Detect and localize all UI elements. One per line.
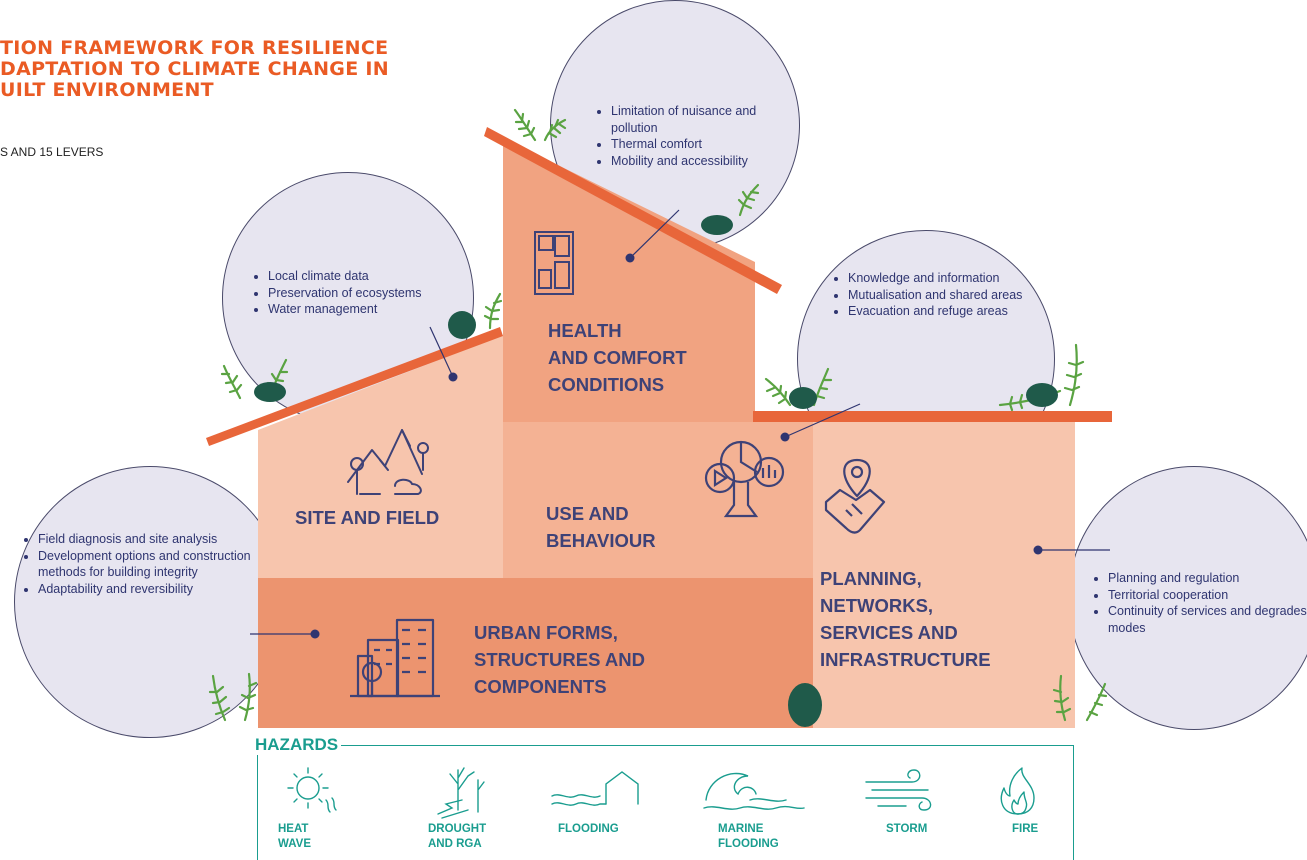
lever-item: Territorial cooperation [1108, 587, 1307, 604]
block-label-use: USE AND BEHAVIOUR [546, 500, 656, 554]
lever-item: Water management [268, 301, 478, 318]
hazard-label-line: AND RGA [428, 838, 482, 850]
lever-item: Local climate data [268, 268, 478, 285]
hazard-label: DROUGHT AND RGA [428, 822, 486, 852]
hazards-panel [257, 745, 1074, 860]
site-and-field-icon [347, 429, 429, 495]
urban-block [258, 578, 813, 728]
planning-block [810, 422, 1075, 728]
hazard-label-line: HEAT [278, 823, 309, 835]
block-label-line: BEHAVIOUR [546, 530, 656, 551]
lever-list-planning: Planning and regulation Territorial coop… [1092, 570, 1307, 636]
block-label-line: NETWORKS, [820, 595, 934, 616]
drought-icon [437, 767, 485, 819]
hazard-label: FLOODING [558, 822, 619, 837]
hazard-label: MARINE FLOODING [718, 822, 779, 852]
lever-item: Thermal comfort [611, 136, 801, 153]
block-label-line: HEALTH [548, 320, 622, 341]
health-floorplan-icon [534, 231, 574, 295]
hazard-label-line: FIRE [1012, 823, 1039, 835]
lever-item: Preservation of ecosystems [268, 285, 478, 302]
block-label-line: AND COMFORT [548, 347, 687, 368]
sun-heat-icon [287, 767, 337, 813]
flame-icon [1000, 767, 1035, 815]
block-label-line: INFRASTRUCTURE [820, 649, 991, 670]
block-label-line: COMPONENTS [474, 676, 607, 697]
hazard-storm: STORM [862, 760, 972, 835]
framework-subtitle: S AND 15 LEVERS [0, 145, 104, 159]
lever-item: Adaptability and reversibility [38, 581, 270, 598]
roof-left [206, 327, 503, 446]
roof-middle [484, 127, 782, 294]
lever-item: Knowledge and information [848, 270, 1048, 287]
hazard-label-line: MARINE [718, 823, 764, 835]
lever-circle-planning [1068, 466, 1307, 730]
hazard-heat-wave: HEAT WAVE [278, 760, 388, 850]
site-block [258, 335, 503, 582]
block-label-line: URBAN FORMS, [474, 622, 618, 643]
flood-house-icon [551, 771, 639, 806]
block-label-line: SERVICES AND [820, 622, 958, 643]
hazard-label-line: STORM [886, 823, 928, 835]
dark-plant-group [254, 215, 1058, 727]
block-label-urban: URBAN FORMS, STRUCTURES AND COMPONENTS [474, 619, 645, 700]
block-label-line: SITE AND FIELD [295, 507, 440, 528]
hazard-label-line: WAVE [278, 838, 312, 850]
wind-icon [865, 769, 932, 811]
hazard-drought: DROUGHT AND RGA [428, 760, 538, 850]
lever-item: Evacuation and refuge areas [848, 303, 1048, 320]
lever-item: Mobility and accessibility [611, 153, 801, 170]
hazard-label-line: FLOODING [718, 838, 779, 850]
block-label-line: PLANNING, [820, 568, 922, 589]
lever-list-use: Knowledge and information Mutualisation … [832, 270, 1048, 320]
lever-circle-urban [14, 466, 286, 738]
health-block [503, 138, 755, 422]
hazard-marine-flooding: MARINE FLOODING [700, 760, 810, 850]
lever-list-health: Limitation of nuisance and pollution The… [595, 103, 801, 169]
hazard-label-line: DROUGHT [428, 823, 487, 835]
connector-dot-urban [310, 629, 320, 639]
lever-circle-health [550, 0, 800, 250]
title-line-1: TION FRAMEWORK FOR RESILIENCE [0, 37, 389, 59]
hazards-title: HAZARDS [255, 735, 342, 755]
planning-location-handshake-icon [824, 458, 886, 534]
urban-buildings-icon [350, 618, 440, 698]
block-label-planning: PLANNING, NETWORKS, SERVICES AND INFRAST… [820, 565, 991, 673]
hazard-fire: FIRE [990, 760, 1060, 835]
hazard-label: FIRE [1012, 822, 1038, 837]
lever-item: Continuity of services and degrades mode… [1108, 603, 1307, 636]
hazard-label: HEAT WAVE [278, 822, 311, 852]
block-label-line: USE AND [546, 503, 629, 524]
block-label-health: HEALTH AND COMFORT CONDITIONS [548, 317, 687, 398]
hazard-flooding: FLOODING [548, 760, 658, 835]
hazard-label: STORM [886, 822, 927, 837]
roof-right [753, 411, 1112, 422]
wave-icon [703, 772, 805, 810]
lever-item: Field diagnosis and site analysis [38, 531, 270, 548]
connector-dot-health [625, 253, 635, 263]
connector-dot-site [448, 372, 458, 382]
lever-item: Development options and construction met… [38, 548, 270, 581]
title-line-2: DAPTATION TO CLIMATE CHANGE IN [0, 58, 389, 80]
lever-item: Limitation of nuisance and pollution [611, 103, 801, 136]
block-label-line: CONDITIONS [548, 374, 665, 395]
lever-item: Planning and regulation [1108, 570, 1307, 587]
lever-item: Mutualisation and shared areas [848, 287, 1048, 304]
use-block [503, 422, 813, 582]
lever-list-urban: Field diagnosis and site analysis Develo… [22, 531, 270, 597]
connector-dot-planning [1033, 545, 1043, 555]
connector-dot-use [780, 432, 790, 442]
block-label-line: STRUCTURES AND [474, 649, 645, 670]
block-label-site: SITE AND FIELD [295, 504, 439, 531]
framework-title: TION FRAMEWORK FOR RESILIENCE DAPTATION … [0, 38, 389, 101]
hazard-label-line: FLOODING [558, 823, 619, 835]
use-behaviour-icon [704, 440, 785, 518]
title-line-3: UILT ENVIRONMENT [0, 79, 214, 101]
lever-list-site: Local climate data Preservation of ecosy… [252, 268, 478, 318]
